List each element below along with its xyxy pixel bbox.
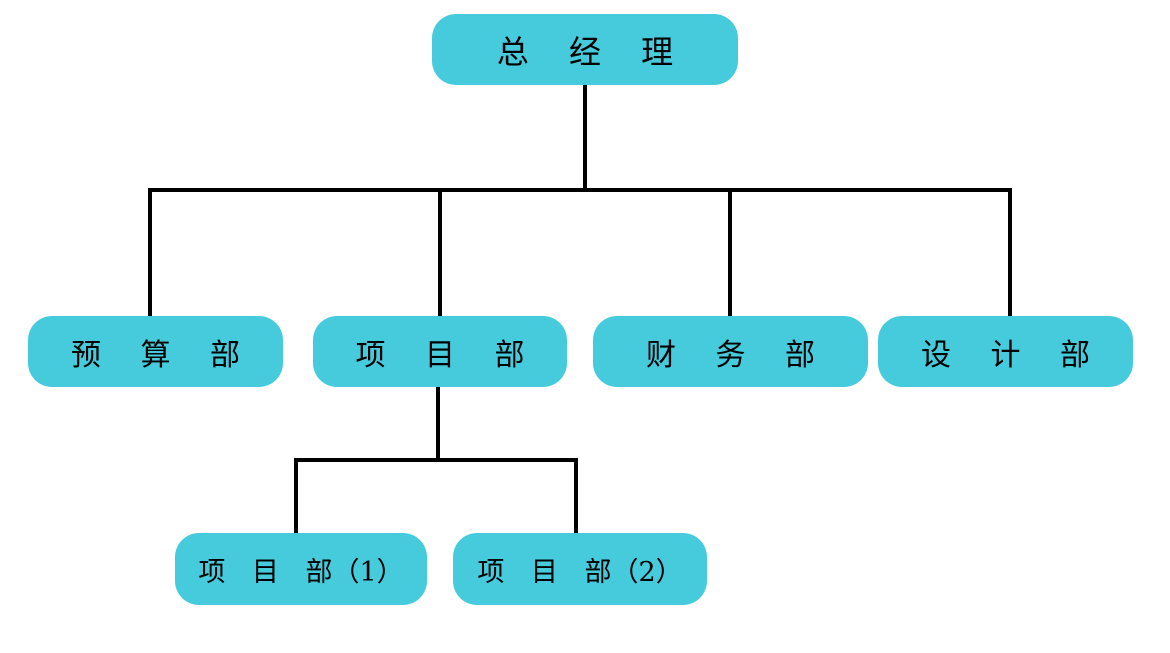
org-node-project-dept: 项 目 部 xyxy=(313,316,567,387)
connector-drop-budget xyxy=(148,188,152,316)
org-node-project-dept-1: 项 目 部（1） xyxy=(175,533,427,605)
connector-drop-design xyxy=(1008,188,1012,316)
org-node-general-manager: 总 经 理 xyxy=(432,14,738,85)
connector-project-vertical xyxy=(436,387,440,460)
connector-level1-horizontal-rail xyxy=(148,188,1012,192)
connector-drop-finance xyxy=(728,188,732,316)
connector-root-vertical xyxy=(583,85,587,190)
connector-level2-horizontal-rail xyxy=(294,458,578,462)
org-node-finance-dept: 财 务 部 xyxy=(593,316,868,387)
connector-drop-project xyxy=(438,188,442,316)
connector-drop-project-2 xyxy=(574,458,578,533)
connector-drop-project-1 xyxy=(294,458,298,533)
org-node-project-dept-2: 项 目 部（2） xyxy=(453,533,707,605)
org-node-budget-dept: 预 算 部 xyxy=(28,316,283,387)
org-node-design-dept: 设 计 部 xyxy=(878,316,1133,387)
